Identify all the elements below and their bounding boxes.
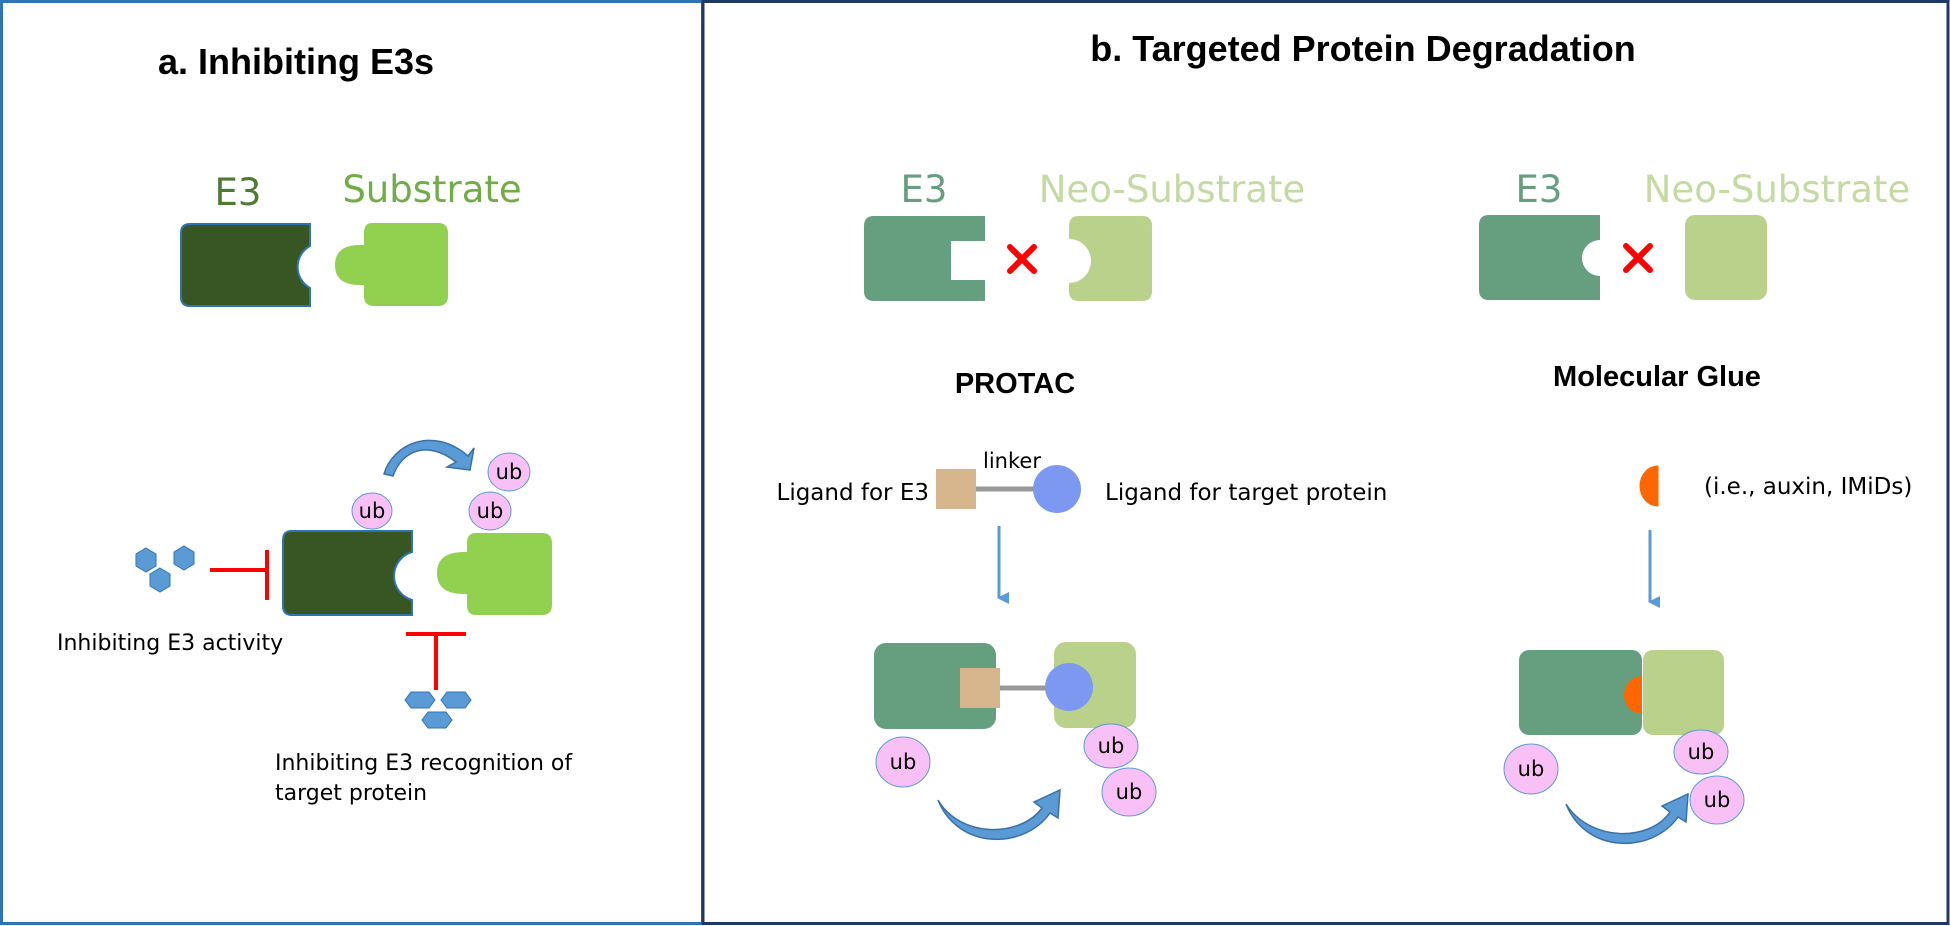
ubiquitin — [1503, 743, 1559, 795]
glue-neo-bound — [1643, 650, 1724, 735]
ubiquitin — [1083, 723, 1139, 769]
glue-e3-block — [1479, 215, 1600, 300]
ubiquitin-label: ub — [496, 460, 523, 484]
protac-heading: PROTAC — [955, 368, 1075, 400]
protac-e3-block — [864, 216, 985, 301]
cross-mark-icon — [1623, 243, 1653, 273]
e3-block-bound — [282, 530, 413, 616]
curved-arrow-icon — [937, 788, 1061, 841]
ubiquitin-label: ub — [477, 499, 504, 523]
protac-e3-label: E3 — [901, 168, 948, 211]
glue-examples-label: (i.e., auxin, IMiDs) — [1704, 474, 1912, 500]
curved-arrow-icon — [1565, 792, 1689, 845]
glue-heading: Molecular Glue — [1553, 361, 1761, 393]
ubiquitin — [1673, 729, 1729, 775]
ubiquitin-label: ub — [1704, 788, 1731, 812]
ubiquitin — [875, 736, 931, 788]
e3-label: E3 — [215, 171, 262, 214]
ubiquitin — [1689, 775, 1745, 825]
ubiquitin-label: ub — [1116, 780, 1143, 804]
glue-molecule — [1639, 465, 1659, 507]
inhibit-activity-label: Inhibiting E3 activity — [57, 631, 283, 656]
glue-neo-block — [1685, 215, 1767, 300]
protac-neo-block — [1069, 216, 1152, 301]
panel-b-frame — [701, 0, 1950, 925]
glue-molecule-bound — [1624, 676, 1642, 714]
panel-a-title: a. Inhibiting E3s — [158, 41, 434, 82]
linker-label: linker — [983, 449, 1041, 473]
ligand-target — [1033, 465, 1081, 513]
ubiquitin — [351, 492, 393, 530]
ubiquitin — [468, 491, 512, 531]
ligand-e3 — [936, 469, 976, 509]
glue-e3-bound — [1519, 650, 1642, 735]
ligand-e3-bound — [960, 668, 1000, 708]
ubiquitin-label: ub — [1098, 734, 1125, 758]
curved-arrow-icon — [383, 439, 475, 477]
glue-e3-label: E3 — [1516, 168, 1563, 211]
inhibit-recognition-label: Inhibiting E3 recognition of — [275, 751, 573, 776]
cross-mark-icon — [1007, 244, 1037, 274]
inhibition-bar-icon — [406, 632, 466, 690]
protac-neo-label: Neo-Substrate — [1039, 168, 1305, 211]
hexagon-molecule-icon — [404, 691, 472, 729]
ubiquitin — [487, 452, 531, 492]
glue-neo-label: Neo-Substrate — [1644, 168, 1910, 211]
ubiquitin-label: ub — [890, 750, 917, 774]
panel-b-title: b. Targeted Protein Degradation — [1090, 28, 1635, 69]
ubiquitin-label: ub — [1518, 757, 1545, 781]
ligand-e3-label: Ligand for E3 — [777, 480, 930, 506]
inhibit-recognition-label: target protein — [275, 781, 427, 806]
substrate-label: Substrate — [342, 168, 521, 211]
substrate-block-bound — [437, 533, 552, 615]
ligand-target-label: Ligand for target protein — [1105, 480, 1387, 506]
ubiquitin-label: ub — [359, 499, 386, 523]
e3-block — [180, 223, 311, 307]
ubiquitin — [1101, 767, 1157, 817]
ligand-target-bound — [1045, 663, 1093, 711]
hexagon-molecule-icon — [135, 545, 195, 593]
substrate-block — [335, 223, 448, 306]
inhibition-bar-icon — [210, 550, 269, 600]
ubiquitin-label: ub — [1688, 740, 1715, 764]
